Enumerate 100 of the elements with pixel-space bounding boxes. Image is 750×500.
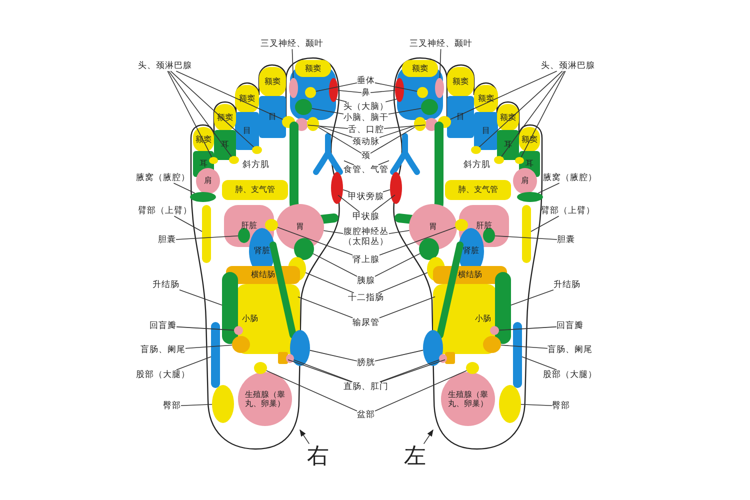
zone-label: 肾脏 (254, 246, 270, 256)
organ-label: 肾上腺 (352, 254, 380, 266)
leader-line (439, 48, 442, 78)
organ-label: 三叉神经、颞叶 (260, 38, 324, 50)
leader-line (510, 290, 554, 306)
organ-label: 膀胱 (357, 358, 375, 368)
organ-label: 甲状腺 (352, 212, 380, 222)
zone-label: 肩 (521, 176, 529, 186)
leader-line (338, 90, 362, 93)
organ-label: 头（大脑） (344, 102, 388, 112)
leader-line (312, 108, 344, 114)
leader-line (378, 160, 390, 166)
organ-label: 臂部（上臂） (138, 206, 192, 216)
leader-line (500, 344, 548, 349)
leader-line (501, 70, 565, 157)
leader-line (298, 296, 354, 318)
leader-line (176, 356, 212, 370)
leader-line (388, 108, 422, 114)
leader-line (176, 70, 284, 120)
zone-label: 生殖腺（睾丸、卵巢） (244, 390, 286, 408)
zone-label: 额窦 (412, 64, 428, 74)
zone-label: 额窦 (478, 94, 494, 104)
leader-line (494, 236, 558, 240)
leader-line (168, 70, 232, 157)
leader-line (170, 70, 254, 148)
leader-line (370, 90, 396, 93)
leader-line (180, 404, 212, 406)
organ-label: 臂部（上臂） (541, 206, 595, 216)
leader-line (374, 82, 418, 92)
zone-label: 横结肠 (251, 270, 275, 280)
organ-label: 三叉神经、颞叶 (410, 38, 472, 50)
organ-label: 颈动脉 (352, 136, 380, 148)
zone-label: 目 (243, 126, 251, 136)
organ-label: 食管、气管 (344, 164, 388, 176)
organ-label: 垂体 (357, 76, 375, 86)
leader-line (498, 326, 557, 331)
leader-line (538, 182, 560, 194)
leader-line (378, 272, 428, 294)
zone-label: 额窦 (239, 94, 255, 104)
leader-line (167, 70, 212, 158)
leader-line (318, 126, 362, 154)
organ-label: 头、颈淋巴腺 (541, 60, 595, 72)
zone-label: 肾脏 (463, 246, 479, 256)
zone-label: 小肠 (475, 314, 491, 324)
organ-label: 回盲瓣 (150, 320, 176, 332)
organ-label: 盲肠、阑尾 (548, 344, 592, 356)
zone-label: 耳 (526, 159, 534, 169)
organ-label: 升结肠 (152, 280, 180, 290)
side-label: 右 (307, 444, 329, 470)
organ-label: 胰腺 (357, 276, 375, 286)
zone-label: 肝脏 (241, 221, 257, 231)
organ-label: 升结肠 (554, 280, 580, 290)
organ-label: 股部（大腿） (543, 370, 597, 380)
organ-label: 回盲瓣 (556, 320, 584, 332)
side-label: 左 (404, 444, 426, 470)
zone-label: 目 (482, 126, 490, 136)
zone-label: 胃 (429, 222, 437, 232)
zone-label: 肝脏 (476, 221, 492, 231)
leader-line (522, 356, 557, 370)
leader-line (384, 124, 426, 129)
leader-line (176, 236, 238, 240)
organ-label: 盲肠、阑尾 (140, 344, 186, 356)
zone-label: 肺、支气管 (458, 185, 498, 195)
leader-line (385, 98, 398, 102)
leader-line (277, 226, 353, 256)
leader-line (379, 226, 456, 256)
leader-line (176, 326, 234, 331)
leader-line (173, 182, 196, 194)
zone-label: 生殖腺（睾丸、卵巢） (447, 390, 489, 408)
organ-label: 盆部 (357, 410, 375, 420)
organ-label: 胆囊 (158, 234, 176, 246)
zone-label: 胃 (296, 222, 304, 232)
zone-label: 额窦 (522, 134, 538, 144)
leader-line (530, 216, 560, 232)
leader-line (336, 98, 348, 102)
leader-line (374, 370, 467, 412)
leader-line (372, 194, 396, 212)
leader-line (478, 70, 563, 148)
leader-line (520, 404, 552, 406)
zone-label: 额窦 (305, 64, 321, 74)
leader-line (305, 272, 354, 294)
leader-line (310, 350, 358, 362)
organ-label: 腹腔神经丛（太阳丛） (343, 226, 389, 248)
organ-label: 舌、口腔 (348, 124, 384, 136)
organ-label: 颈 (362, 150, 370, 162)
leader-line (323, 230, 344, 234)
organ-label: 腋窝（腋腔） (543, 172, 597, 184)
organ-label: 十二指肠 (348, 292, 384, 304)
leader-line (450, 70, 558, 120)
leader-line (308, 124, 348, 129)
zone-label: 额窦 (452, 77, 468, 87)
zone-label: 耳 (200, 159, 208, 169)
leader-line (292, 48, 294, 78)
pointer-arrow (300, 429, 310, 444)
leader-line (379, 296, 436, 318)
leader-line (520, 70, 566, 158)
organ-label: 股部（大腿） (136, 370, 190, 380)
zone-label: 目 (268, 112, 276, 122)
organ-label: 鼻 (362, 88, 370, 98)
muscle-label: 斜方肌 (464, 160, 490, 170)
